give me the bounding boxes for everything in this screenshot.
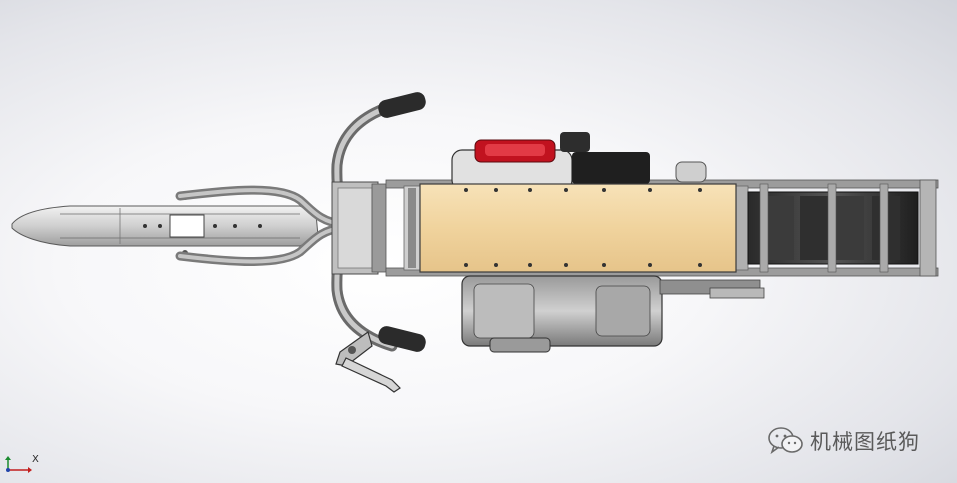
engine[interactable] — [451, 132, 765, 353]
watermark-text: 机械图纸狗 — [810, 430, 920, 454]
view-orientation-triad: X — [2, 454, 46, 480]
left-grip[interactable] — [377, 90, 428, 119]
rear-track[interactable] — [747, 183, 919, 273]
wechat-logo-icon — [768, 427, 803, 455]
ski-mount-plate — [169, 214, 205, 238]
deck[interactable] — [419, 183, 737, 273]
front-ski[interactable] — [11, 194, 319, 256]
right-grip[interactable] — [377, 324, 428, 353]
triad-axes-icon — [5, 456, 32, 473]
steering-bracket[interactable] — [331, 181, 387, 275]
front-fork[interactable] — [175, 185, 347, 266]
triad-x-label: X — [32, 454, 39, 465]
watermark: 机械图纸狗 — [768, 424, 920, 458]
brake-lever[interactable] — [335, 331, 401, 393]
